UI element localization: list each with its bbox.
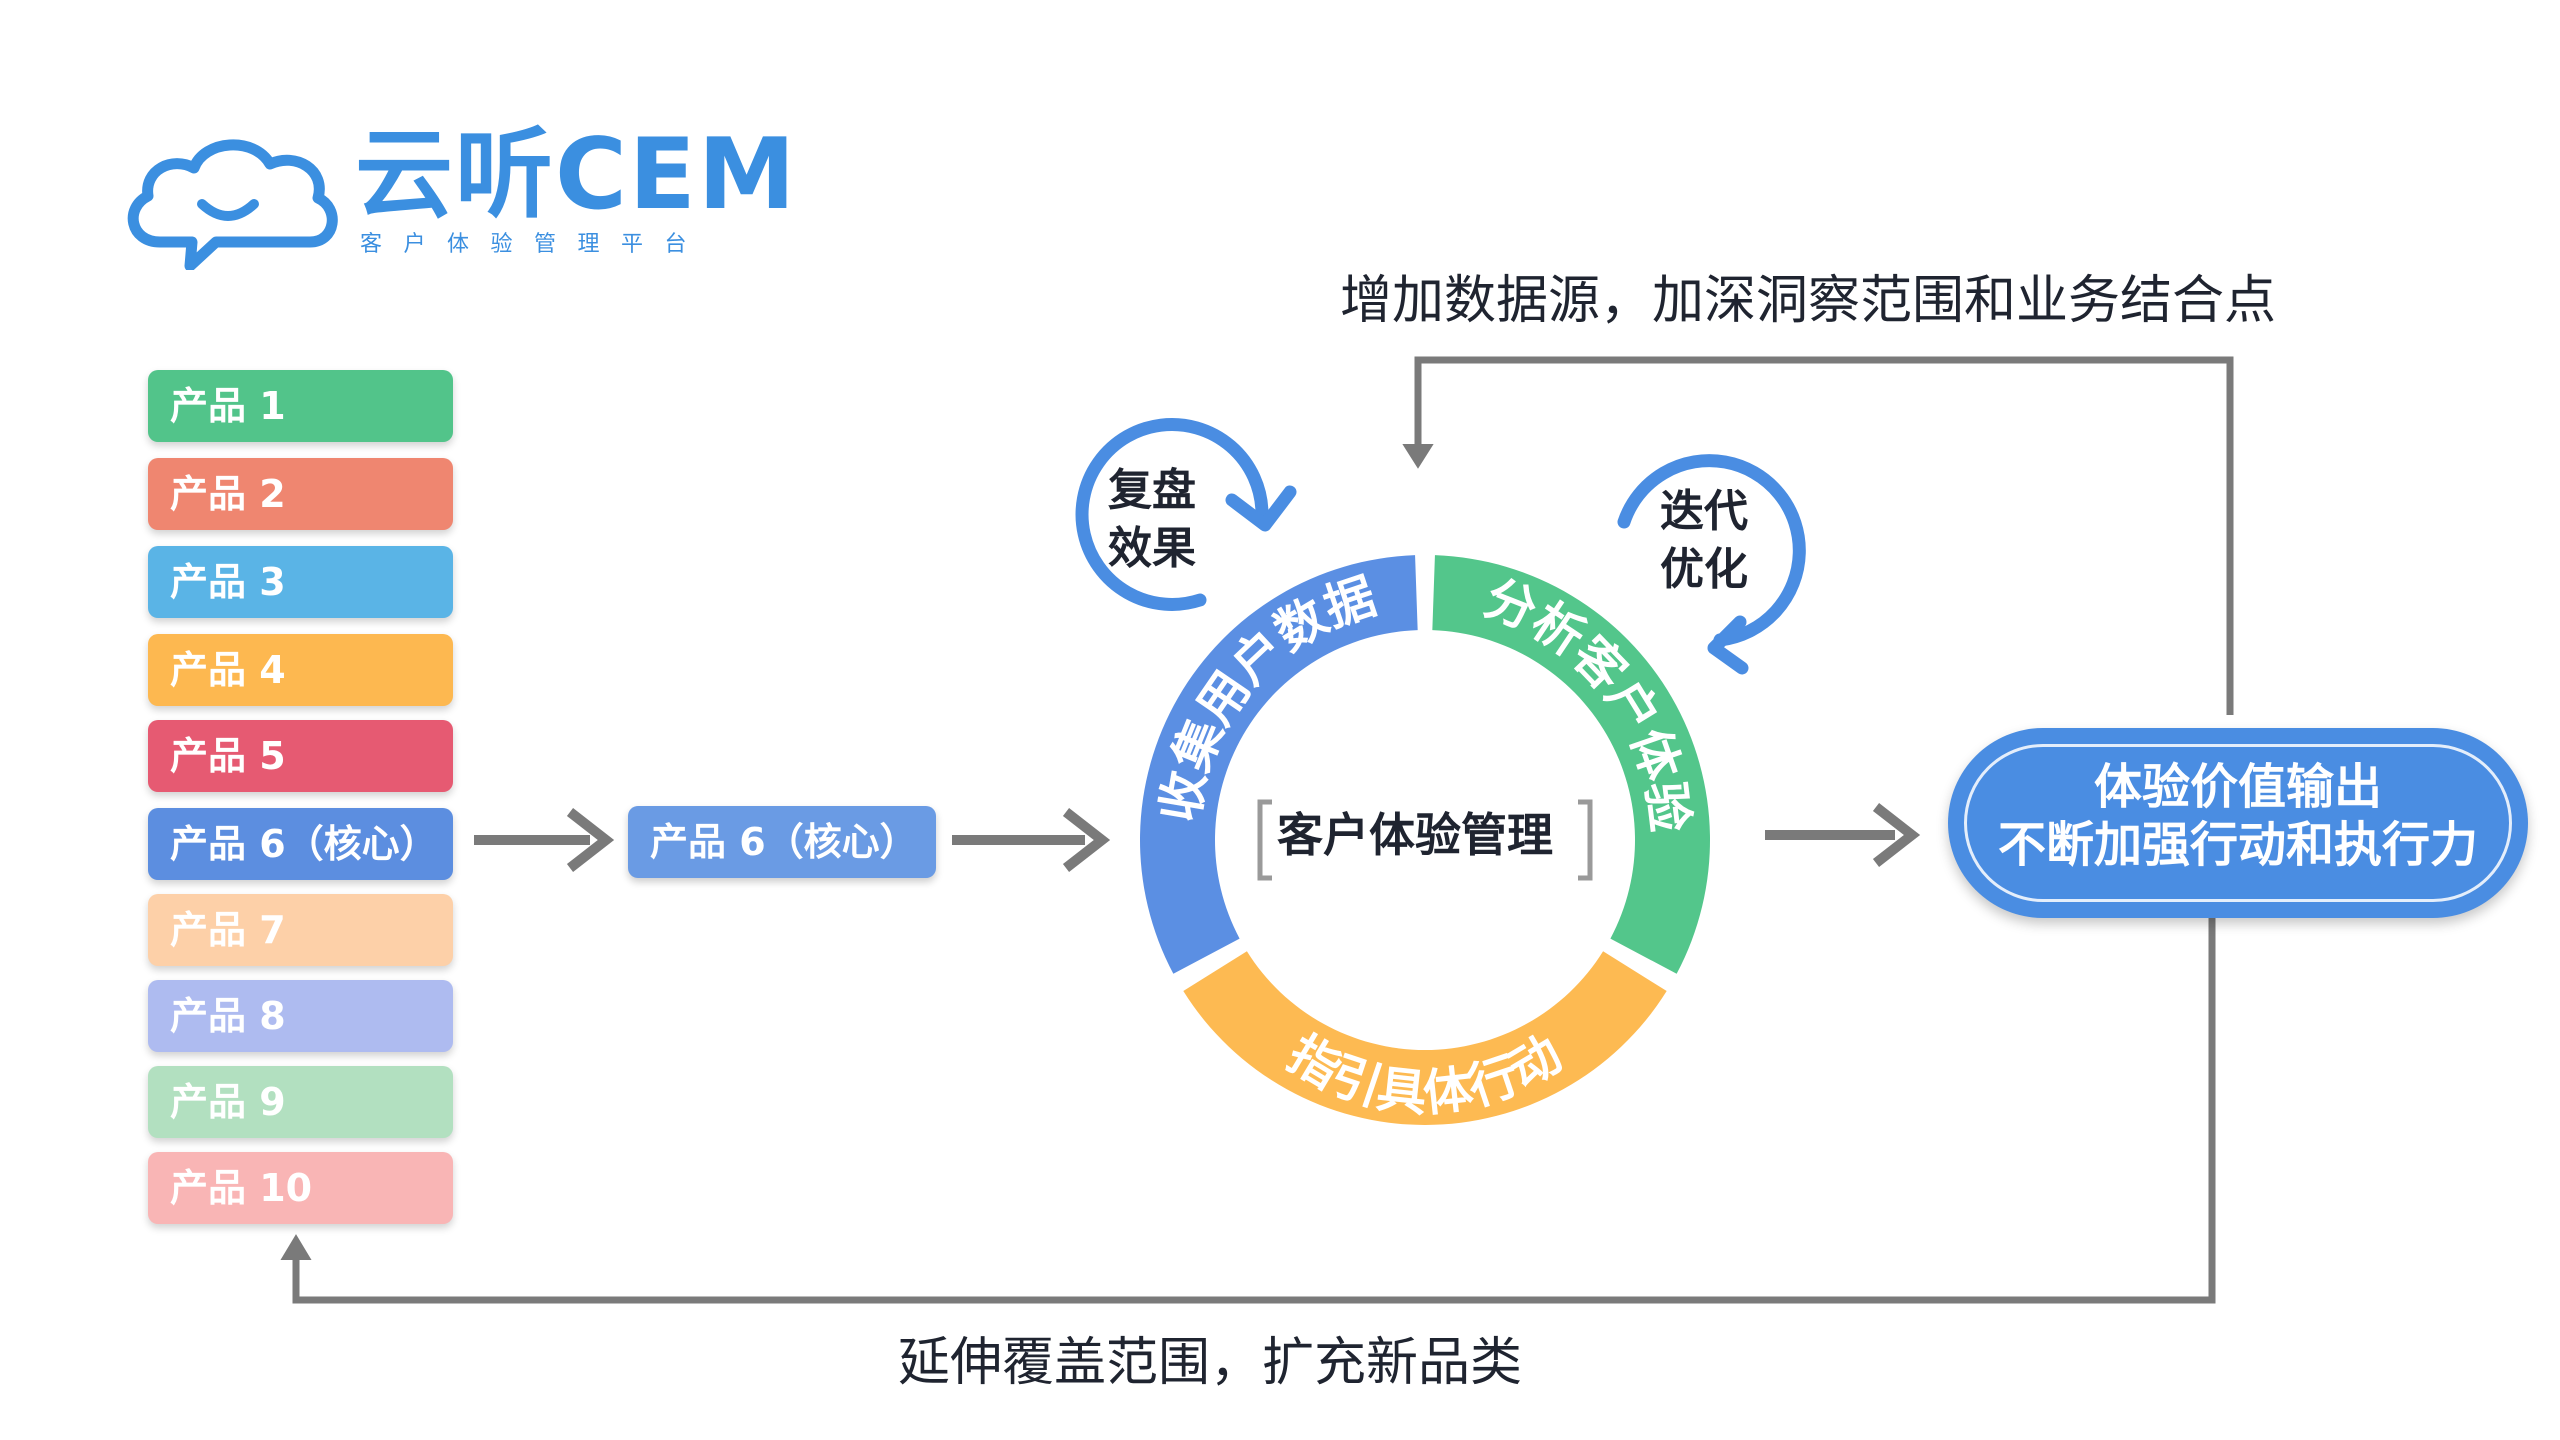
product-item-10: 产品 10 [148, 1152, 453, 1224]
result-line-2: 不断加强行动和执行力 [1997, 817, 2478, 873]
product-item-2: 产品 2 [148, 458, 453, 530]
product-item-8: 产品 8 [148, 980, 453, 1052]
product-item-7: 产品 7 [148, 894, 453, 966]
product-item-6-core: 产品 6（核心） [148, 808, 453, 880]
loop-iterate-line-2: 优化 [1660, 544, 1748, 595]
loop-review-label: 复盘 效果 [1108, 462, 1196, 578]
cycle-center-title: 客户体验管理 [1277, 808, 1553, 862]
center-brackets [1257, 799, 1593, 881]
result-line-1: 体验价值输出 [2093, 759, 2382, 815]
logo-subtitle: 客户体验管理平台 [360, 232, 709, 257]
segment-analyze [1432, 555, 1710, 974]
segment-collect [1140, 555, 1418, 974]
feedback-path-top [1402, 356, 2234, 715]
loop-iterate-line-1: 迭代 [1660, 486, 1748, 537]
product-item-9: 产品 9 [148, 1066, 453, 1138]
logo: 云听CEM 客户体验管理平台 [120, 120, 795, 270]
caption-bottom: 延伸覆盖范围，扩充新品类 [898, 1333, 1523, 1393]
feedback-path-bottom [280, 912, 2216, 1304]
product-item-3: 产品 3 [148, 546, 453, 618]
result-text: 体验价值输出 不断加强行动和执行力 [1948, 758, 2528, 874]
loop-review-line-1: 复盘 [1108, 465, 1196, 516]
product-item-5: 产品 5 [148, 720, 453, 792]
segment-guide [1183, 951, 1667, 1125]
logo-name: 云听CEM [355, 118, 798, 232]
loop-review-arrow [1075, 418, 1297, 611]
arrow-cycle-to-result [1765, 803, 1921, 867]
loop-review-line-2: 效果 [1108, 523, 1196, 574]
core-product-box: 产品 6（核心） [628, 806, 936, 878]
arrow-core-to-cycle [952, 808, 1111, 872]
result-pill-inner-border [1964, 744, 2512, 902]
product-item-4: 产品 4 [148, 634, 453, 706]
segment-guide-label: 指引具体行动 [1278, 1024, 1571, 1123]
result-pill: 体验价值输出 不断加强行动和执行力 [1948, 728, 2528, 918]
cloud-chat-icon [127, 139, 338, 270]
caption-top: 增加数据源，加深洞察范围和业务结合点 [1340, 271, 2277, 331]
loop-iterate-label: 迭代 优化 [1660, 483, 1748, 599]
loop-iterate-arrow [1617, 454, 1806, 675]
arrow-products-to-core [474, 808, 615, 872]
product-item-1: 产品 1 [148, 370, 453, 442]
